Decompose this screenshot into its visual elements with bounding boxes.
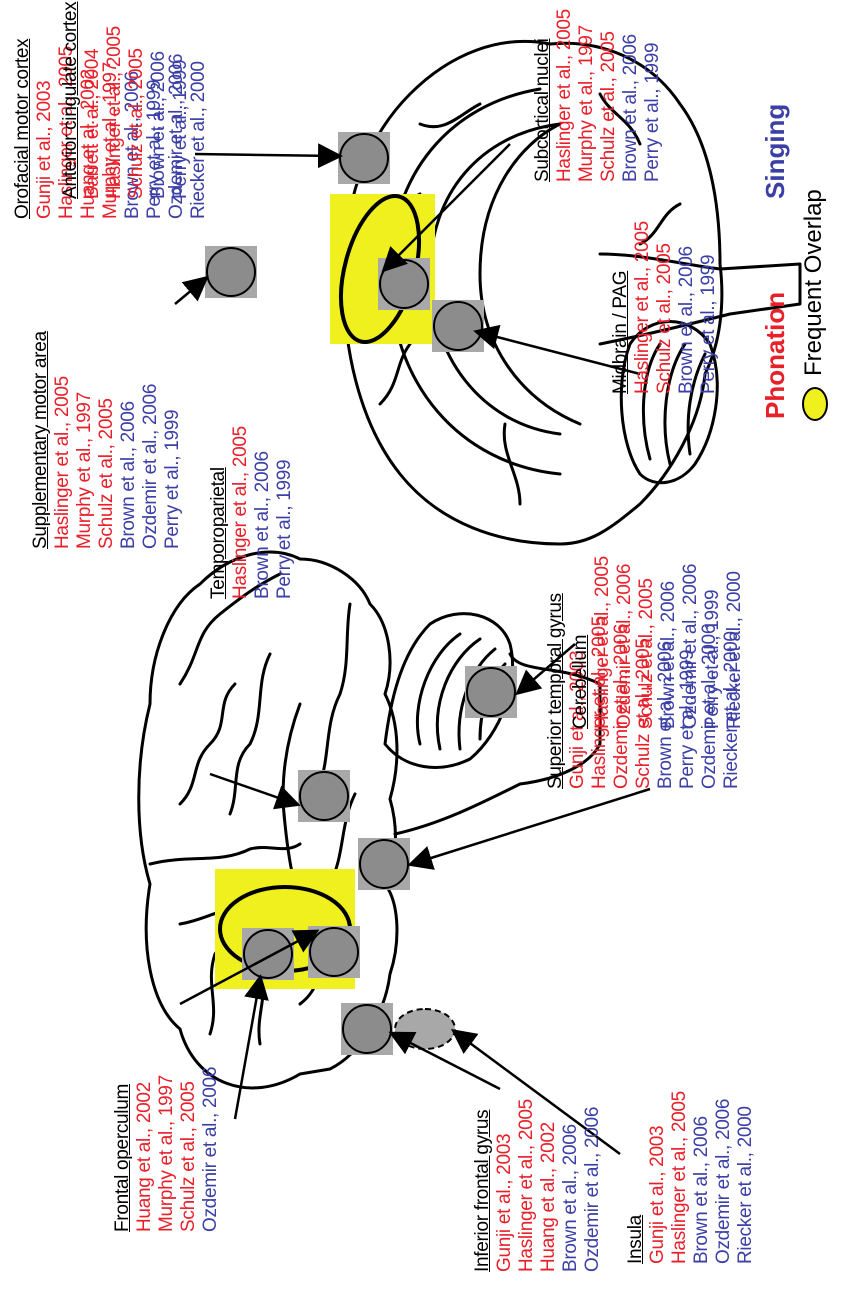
citation-phonation: Haslinger et al., 2005 <box>632 221 654 394</box>
marker-insula <box>395 1009 455 1049</box>
citation-phonation: Ozdemir et al., 2006 <box>614 556 636 729</box>
region-title: Insula <box>625 1091 647 1264</box>
citation-singing: Ozdemir et al., 2006 <box>140 331 162 549</box>
region-title: Temporoparietal <box>208 426 230 599</box>
citation-phonation: Haslinger et al., 2005 <box>52 331 74 549</box>
citation-phonation: Haslinger et al., 2005 <box>516 1099 538 1272</box>
region-title: Frontal operculum <box>112 1067 134 1232</box>
citation-phonation: Schulz et al., 2005 <box>636 556 658 729</box>
marker-orofacial-motor-cortex <box>244 930 292 978</box>
citation-phonation: Gunji et al., 2003 <box>494 1099 516 1272</box>
region-title: Superior temporal gyrus <box>545 593 567 789</box>
citation-phonation: Murphy et al., 1997 <box>576 9 598 182</box>
citation-phonation: Murphy et al., 1997 <box>74 331 96 549</box>
citation-singing: Perry et al., 1999 <box>274 426 296 599</box>
region-title: Orofacial motor cortex <box>12 39 34 219</box>
citation-phonation: Gunji et al., 2003 <box>647 1091 669 1264</box>
legend-singing: Singing <box>760 104 791 199</box>
citation-phonation: Huang et al., 2002 <box>134 1067 156 1232</box>
citation-singing: Perry et al., 1999 <box>170 2 192 199</box>
citation-phonation: Gunji et al., 2003 <box>34 39 56 219</box>
citation-singing: Ozdemir et al., 2006 <box>200 1067 222 1232</box>
citation-singing: Ozdemir et al., 2006 <box>680 556 702 729</box>
citation-phonation: Haslinger et al., 2005 <box>669 1091 691 1264</box>
region-title: Inferior frontal gyrus <box>472 1099 494 1272</box>
citation-singing: Riecker et al., 2000 <box>724 556 746 729</box>
citation-singing: Brown et al., 2006 <box>148 2 170 199</box>
citation-phonation: Schulz et al., 2005 <box>598 9 620 182</box>
region-title: Midbrain / PAG <box>610 221 632 394</box>
citation-phonation: Haslinger et al., 2005 <box>592 556 614 729</box>
marker-superior-temporal-gyrus <box>360 840 408 888</box>
citation-singing: Ozdemir et al., 2006 <box>713 1091 735 1264</box>
citation-phonation: Barrett et al., 2004 <box>82 2 104 199</box>
citation-phonation: Huang et al., 2002 <box>538 1099 560 1272</box>
citation-singing: Riecker et al., 2000 <box>735 1091 757 1264</box>
region-title: Subcortical nuclei <box>532 9 554 182</box>
marker-temporoparietal <box>300 772 348 820</box>
citation-phonation: Haslinger et al., 2005 <box>554 9 576 182</box>
citation-singing: Perry et al., 1999 <box>162 331 184 549</box>
citation-phonation: Schulz et al., 2005 <box>654 221 676 394</box>
citation-singing: Brown et al., 2006 <box>252 426 274 599</box>
citation-phonation: Haslinger et al., 2005 <box>104 2 126 199</box>
citation-phonation: Murphy et al., 1997 <box>156 1067 178 1232</box>
marker-frontal-operculum <box>310 928 358 976</box>
marker-midbrain-pag <box>434 302 482 350</box>
marker-cerebellum <box>467 668 515 716</box>
citation-phonation: Haslinger et al., 2005 <box>230 426 252 599</box>
central-sulcus <box>150 844 300 864</box>
citation-singing: Brown et al., 2006 <box>691 1091 713 1264</box>
citation-singing: Brown et al., 2006 <box>118 331 140 549</box>
legend-overlap: Frequent Overlap <box>800 189 828 376</box>
citation-singing: Brown et al., 2006 <box>620 9 642 182</box>
citation-singing: Ozdemir et al., 2006 <box>582 1099 604 1272</box>
citation-singing: Perry et al., 1999 <box>702 556 724 729</box>
region-title: Cerebellum <box>570 556 592 729</box>
marker-supplementary-motor-area <box>207 248 255 296</box>
citation-phonation: Schulz et al., 2005 <box>178 1067 200 1232</box>
citation-singing: Perry et al., 1999 <box>698 221 720 394</box>
citation-singing: Perry et al., 1999 <box>642 9 664 182</box>
citation-phonation: Schulz et al., 2005 <box>126 2 148 199</box>
citation-phonation: Schulz et al., 2005 <box>96 331 118 549</box>
citation-singing: Brown et al., 2006 <box>658 556 680 729</box>
marker-anterior-cingulate-cortex <box>340 134 388 182</box>
legend-phonation: Phonation <box>760 292 791 419</box>
citation-singing: Brown et al., 2006 <box>560 1099 582 1272</box>
region-title: Anterior cingulate cortex <box>60 2 82 199</box>
citation-singing: Brown et al., 2006 <box>676 221 698 394</box>
legend-overlap-swatch <box>800 384 830 424</box>
region-title: Supplementary motor area <box>30 331 52 549</box>
marker-inferior-frontal-gyrus <box>343 1005 391 1053</box>
